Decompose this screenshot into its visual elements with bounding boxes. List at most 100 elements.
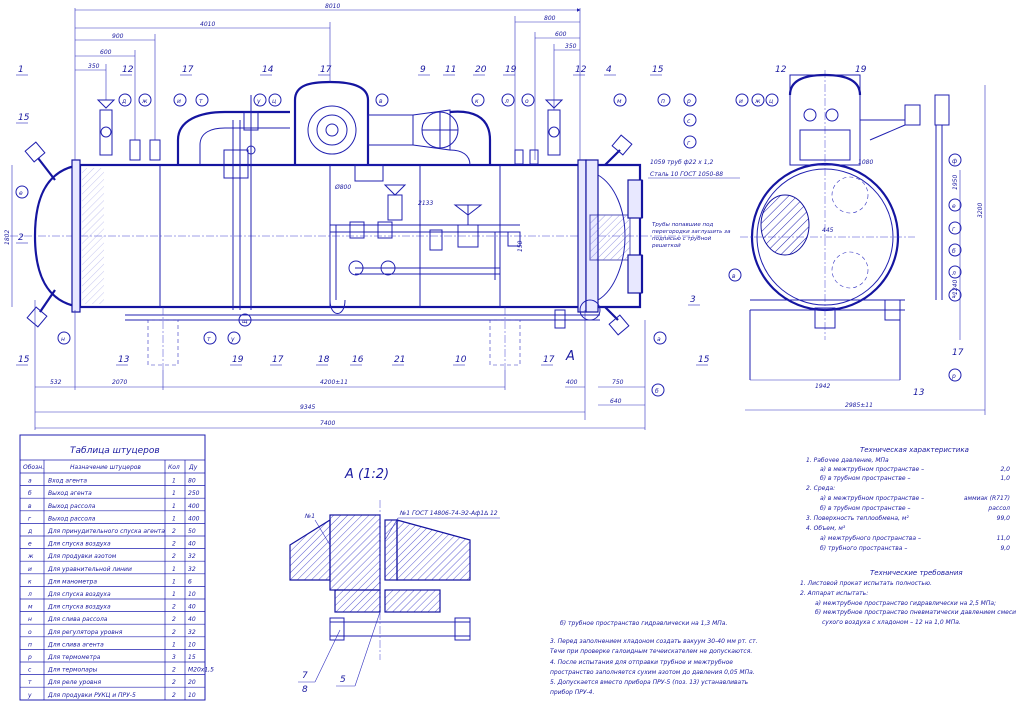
note-steel: Сталь 10 ГОСТ 1050-88 xyxy=(650,171,723,178)
table-cell-4-3: 50 xyxy=(188,528,196,535)
side-letter-circle-10 xyxy=(948,368,962,382)
side-letter-10: р xyxy=(951,373,956,380)
letter-tag-circle-6 xyxy=(375,93,389,107)
table-cell-0-2: 1 xyxy=(172,478,176,485)
detail-a-circle xyxy=(579,299,601,321)
dim-d800: Ø800 xyxy=(334,184,351,191)
dim-top-7: 350 xyxy=(565,43,577,50)
dim-2133: 2133 xyxy=(418,200,433,207)
dim-bot-7: 640 xyxy=(610,398,622,405)
nozzle-n-left xyxy=(26,289,56,328)
table-cell-5-3: 40 xyxy=(188,541,196,548)
letter-tag-circle-7 xyxy=(471,93,485,107)
left-head xyxy=(33,163,81,309)
table-cell-1-1: Выход агента xyxy=(48,490,92,497)
spec-label-8: а) межтрубного пространства – xyxy=(820,535,921,542)
letter-tag-12: р xyxy=(686,98,691,105)
letter-tag-1: ж xyxy=(141,98,148,105)
table-cell-13-2: 1 xyxy=(172,641,176,648)
req-line-0: 1. Листовой прокат испытать полностью. xyxy=(800,580,932,587)
left-flange xyxy=(71,159,81,313)
tube-bundle-section xyxy=(760,194,810,256)
letter-tag-circle-9 xyxy=(521,93,535,107)
letter-tag-13: с xyxy=(687,118,691,125)
detail-flange-1 xyxy=(329,514,381,591)
side-dim-6: 1240 xyxy=(952,280,959,295)
valve-group-right xyxy=(514,99,564,165)
note-center-6: прибор ПРУ-4. xyxy=(550,689,594,696)
dim-bot-2: 4200±11 xyxy=(320,379,348,386)
separator-dome xyxy=(293,80,370,165)
table-cell-5-0: е xyxy=(28,541,32,548)
callout-13: 15 xyxy=(18,113,30,123)
dim-top-2: 900 xyxy=(112,33,124,40)
req-line-4: сухого воздуха с хладоном – 12 на 1,0 МП… xyxy=(822,619,961,626)
side-dim-5: 3200 xyxy=(977,203,984,218)
letter-tag-14: г xyxy=(687,140,691,147)
side-letter-circle-5 xyxy=(948,221,962,235)
callout-24: 19 xyxy=(232,355,244,365)
table-cell-7-2: 1 xyxy=(172,566,176,573)
table-cell-9-3: 10 xyxy=(188,591,196,598)
letter-tag-16: н xyxy=(61,336,65,343)
table-cell-7-3: 32 xyxy=(188,566,196,573)
side-dim-0: 1942 xyxy=(815,383,830,390)
dim-top-6: 600 xyxy=(555,31,567,38)
notes-center: б) трубное пространство гидравлически на… xyxy=(550,620,758,696)
note-center-4: пространство заполняется сухим азотом до… xyxy=(550,669,755,676)
top-pipe-left xyxy=(176,110,290,165)
side-letter-circle-7 xyxy=(728,268,742,282)
table-cell-16-1: Для реле уровня xyxy=(47,679,101,686)
letter-tag-17: т xyxy=(207,336,211,343)
letter-tag-circle-20 xyxy=(653,331,667,345)
table-cell-2-0: в xyxy=(28,503,32,510)
letter-tag-circle-8 xyxy=(501,93,515,107)
table-cell-2-1: Выход рассола xyxy=(48,503,96,510)
callout-11: 4 xyxy=(606,65,612,75)
callout-17: 18 xyxy=(318,355,330,365)
side-letter-5: г xyxy=(952,226,956,233)
letter-tag-19: щ xyxy=(242,318,248,325)
dim-top-1: 4010 xyxy=(200,21,215,28)
side-dim-4: 1950 xyxy=(952,175,959,190)
side-letter-9: а xyxy=(952,293,956,300)
note-center-1: 3. Перед заполнением хладоном создать ва… xyxy=(550,638,758,645)
callout-15: 13 xyxy=(118,355,130,365)
side-callout-1: 19 xyxy=(855,65,867,75)
table-cell-3-2: 1 xyxy=(172,515,176,522)
letter-tag-circle-0 xyxy=(118,93,132,107)
side-letter-circle-2 xyxy=(765,93,779,107)
side-letter-circle-8 xyxy=(948,265,962,279)
detail-callout-7: 7 xyxy=(302,671,308,681)
table-cell-11-3: 40 xyxy=(188,616,196,623)
letter-tag-20: а xyxy=(657,336,661,343)
table-cell-10-2: 2 xyxy=(172,604,176,611)
dim-top-5: 800 xyxy=(544,15,556,22)
table-cell-17-2: 2 xyxy=(172,692,176,699)
dim-bot-5: 400 xyxy=(566,379,578,386)
letter-tag-circle-21 xyxy=(651,383,665,397)
spec-value-9: 9,0 xyxy=(1000,545,1010,552)
table-cell-16-2: 2 xyxy=(172,679,176,686)
table-cell-12-3: 32 xyxy=(188,629,196,636)
table-cell-0-3: 80 xyxy=(188,478,196,485)
table-cell-4-0: д xyxy=(27,528,32,535)
table-cell-1-2: 1 xyxy=(172,490,176,497)
dim-top-3: 600 xyxy=(100,49,112,56)
dim-top-4: 350 xyxy=(88,63,100,70)
table-cell-10-3: 40 xyxy=(188,604,196,611)
letter-tag-0: д xyxy=(121,98,126,105)
table-cell-12-1: Для регулятора уровня xyxy=(47,629,123,636)
letter-tag-circle-15 xyxy=(15,185,29,199)
table-cell-0-0: а xyxy=(28,478,32,485)
req-line-2: а) межтрубное пространство гидравлически… xyxy=(815,600,996,607)
side-dim-2: 445 xyxy=(822,227,834,234)
table-cell-8-2: 1 xyxy=(172,578,176,585)
letter-tag-10: м xyxy=(617,98,622,105)
spec-label-6: 3. Поверхность теплообмена, м² xyxy=(806,515,909,522)
side-letter-7: в xyxy=(732,273,736,280)
callout-19: 21 xyxy=(394,355,405,365)
